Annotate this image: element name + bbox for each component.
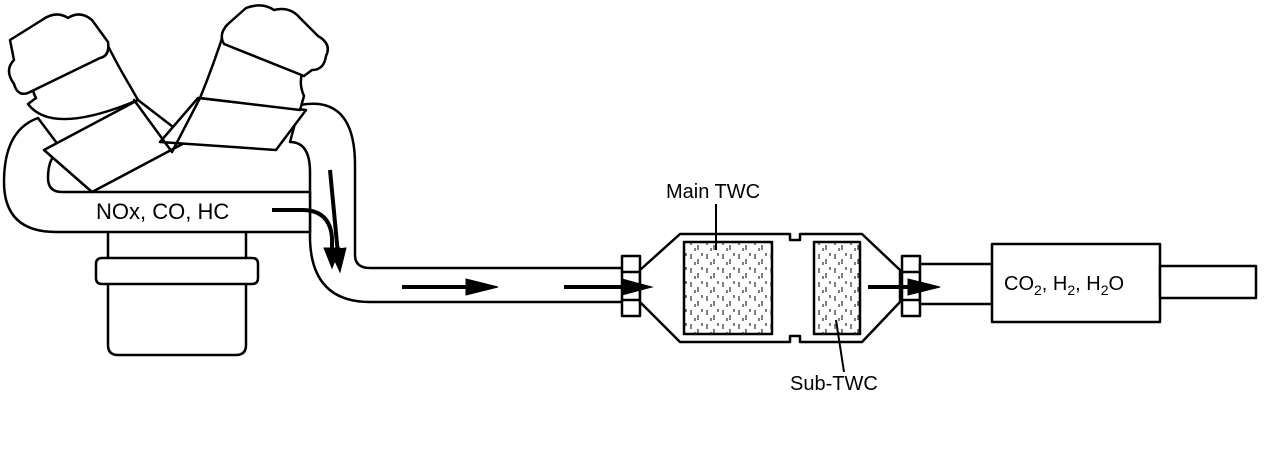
main-twc-label: Main TWC bbox=[666, 181, 760, 203]
sub-twc-label: Sub-TWC bbox=[790, 373, 878, 395]
output-water-o: O bbox=[1109, 273, 1125, 295]
right-cylinder-bank bbox=[158, 4, 329, 152]
output-separator-2: , bbox=[1075, 273, 1086, 295]
main-twc-brick bbox=[682, 240, 774, 336]
flow-arrow-down-shaft bbox=[328, 169, 340, 255]
flow-arrow-merge bbox=[272, 208, 334, 252]
flow-arrow-down-head bbox=[329, 247, 347, 274]
output-separator-1: , bbox=[1042, 273, 1053, 295]
tail-pipe bbox=[1158, 264, 1258, 300]
mid-pipe bbox=[918, 262, 994, 306]
exhaust-in-label: NOx, CO, HC bbox=[96, 199, 229, 224]
right-exhaust-manifold bbox=[288, 102, 642, 304]
output-co: CO bbox=[1004, 273, 1034, 295]
output-water-h: H bbox=[1086, 273, 1100, 295]
output-h: H bbox=[1053, 273, 1067, 295]
sub-twc-leader bbox=[835, 319, 845, 373]
output-co-subscript: 2 bbox=[1034, 282, 1042, 298]
muffler bbox=[990, 242, 1162, 324]
sub-twc-brick bbox=[812, 240, 862, 336]
flow-arrow-outlet-head bbox=[907, 278, 941, 296]
left-exhaust-manifold bbox=[2, 116, 312, 234]
engine-oil-pan bbox=[94, 223, 260, 357]
flow-arrow-inlet-head bbox=[621, 278, 654, 296]
left-cylinder-bank bbox=[7, 13, 192, 194]
flow-arrow-pipe-head bbox=[465, 278, 499, 296]
engine-v-valley bbox=[132, 96, 202, 154]
output-h-subscript: 2 bbox=[1067, 282, 1075, 298]
output-gases-label: CO2, H2, H2O bbox=[1004, 273, 1124, 298]
output-water-subscript: 2 bbox=[1101, 282, 1109, 298]
